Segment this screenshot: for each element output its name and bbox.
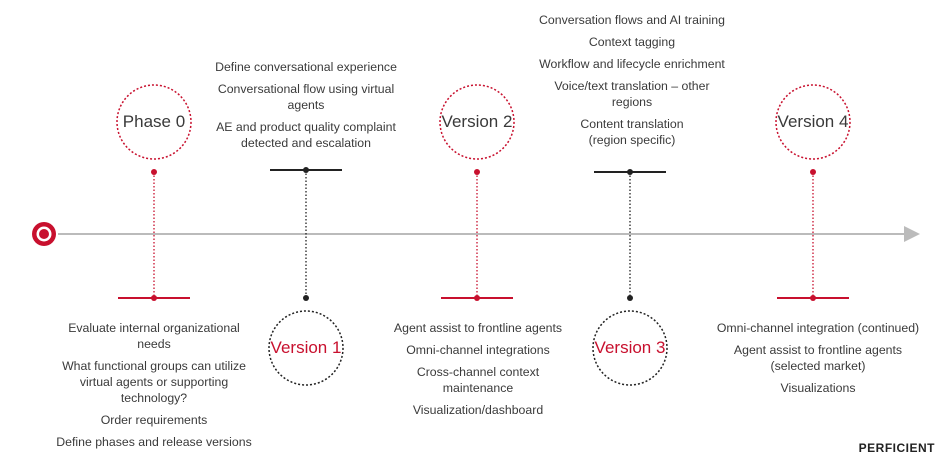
- milestone-items-version-2: Agent assist to frontline agents Omni-ch…: [383, 320, 573, 424]
- list-item: Agent assist to frontline agents (select…: [733, 343, 903, 373]
- list-item: Conversation flows and AI training: [539, 13, 725, 27]
- list-item: What functional groups can utilize virtu…: [62, 359, 246, 405]
- list-item: Voice/text translation – other regions: [554, 79, 710, 109]
- list-item: Agent assist to frontline agents: [393, 321, 563, 335]
- milestone-circle-version-2: [439, 84, 515, 160]
- list-item: AE and product quality complaint detecte…: [216, 120, 396, 150]
- list-item: Omni-channel integration (continued): [716, 321, 920, 335]
- milestone-circle-version-4: [775, 84, 851, 160]
- list-item: Evaluate internal organizational needs: [68, 321, 240, 351]
- brand-logo: PERFICIENT: [858, 441, 935, 455]
- milestone-dot-version-1-top: [303, 167, 309, 173]
- list-item: Context tagging: [588, 35, 676, 49]
- milestone-items-phase-0: Evaluate internal organizational needs W…: [52, 320, 256, 456]
- milestone-label-phase-0: Phase 0: [122, 112, 186, 131]
- milestone-items-version-4: Omni-channel integration (continued) Age…: [704, 320, 932, 402]
- milestone-circle-phase-0: [116, 84, 192, 160]
- milestone-circle-version-3: [592, 310, 668, 386]
- milestone-dot-version-2-top: [474, 169, 480, 175]
- milestone-dot-version-3-top: [627, 169, 633, 175]
- list-item: Cross-channel context maintenance: [416, 365, 540, 395]
- milestone-label-version-1: Version 1: [270, 338, 342, 357]
- list-item: Order requirements: [100, 413, 208, 427]
- milestone-items-version-3: Conversation flows and AI training Conte…: [524, 12, 740, 154]
- list-item: Visualizations: [780, 381, 856, 395]
- milestone-circle-version-1: [268, 310, 344, 386]
- milestone-dot-version-4-top: [810, 169, 816, 175]
- list-item: Define conversational experience: [215, 60, 397, 74]
- milestone-items-version-1: Define conversational experience Convers…: [206, 59, 406, 157]
- milestone-label-version-2: Version 2: [441, 112, 513, 131]
- list-item: Omni-channel integrations: [406, 343, 550, 357]
- list-item: Content translation (region specific): [580, 117, 684, 147]
- milestone-dot-phase-0-top: [151, 169, 157, 175]
- timeline-start-marker: [32, 222, 56, 246]
- milestone-dot-version-1-bottom: [303, 295, 309, 301]
- milestone-label-version-3: Version 3: [594, 338, 666, 357]
- milestone-dot-version-3-bottom: [627, 295, 633, 301]
- list-item: Define phases and release versions: [56, 435, 252, 449]
- list-item: Visualization/dashboard: [412, 403, 544, 417]
- list-item: Conversational flow using virtual agents: [217, 82, 395, 112]
- milestone-label-version-4: Version 4: [777, 112, 849, 131]
- list-item: Workflow and lifecycle enrichment: [539, 57, 725, 71]
